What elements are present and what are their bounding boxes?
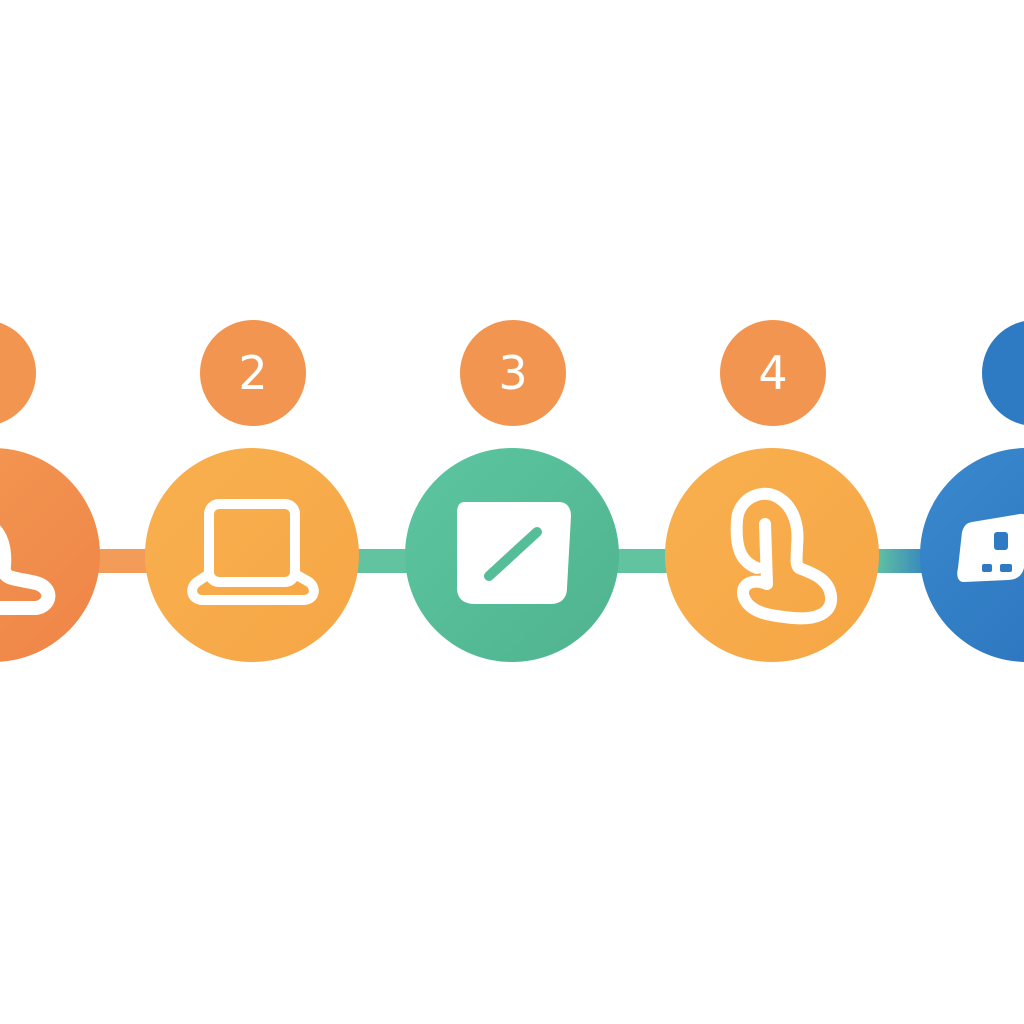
step-1-circle bbox=[0, 448, 100, 662]
tablet-icon bbox=[457, 502, 571, 604]
step-2-circle bbox=[145, 448, 359, 662]
step-4-circle bbox=[665, 448, 879, 662]
hand-icon bbox=[0, 525, 56, 615]
device-icon bbox=[957, 513, 1024, 582]
touch-hand-icon bbox=[730, 487, 838, 625]
step-3-badge: 3 bbox=[460, 320, 566, 426]
step-4-badge: 4 bbox=[720, 320, 826, 426]
step-4-number: 4 bbox=[758, 346, 788, 400]
laptop-icon bbox=[187, 499, 319, 605]
step-5-circle bbox=[920, 448, 1024, 662]
step-5-badge bbox=[982, 320, 1024, 426]
step-3-number: 3 bbox=[498, 346, 528, 400]
step-1-badge bbox=[0, 320, 36, 426]
step-2-number: 2 bbox=[238, 346, 268, 400]
step-3-circle bbox=[405, 448, 619, 662]
step-2-badge: 2 bbox=[200, 320, 306, 426]
